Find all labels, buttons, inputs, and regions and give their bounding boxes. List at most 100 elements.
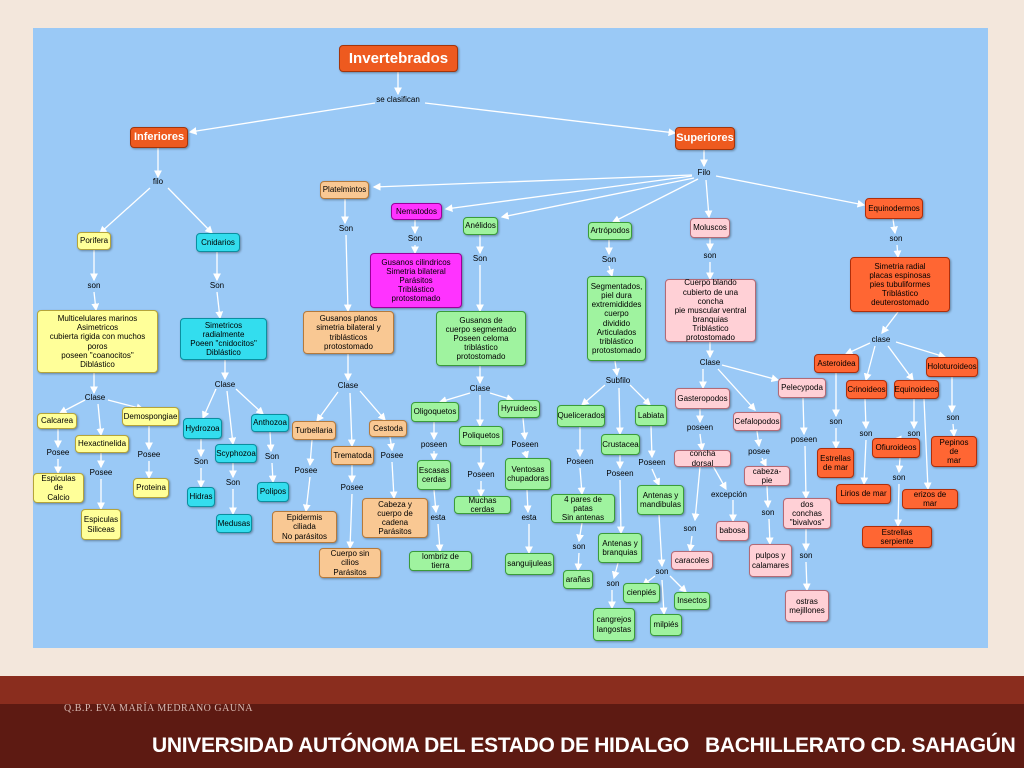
link-son-platelmintos: Son [338,224,354,233]
link-clase-cnidarios: Clase [214,380,236,389]
node-medusas[interactable]: Medusas [216,514,252,533]
link-posee-hexactinelida: Posee [89,468,113,477]
node-epidermis-ciliada[interactable]: Epidermis ciliada No parásitos [272,511,337,543]
node-cestoda[interactable]: Cestoda [369,420,407,437]
node-lirios-mar[interactable]: Lirios de mar [836,484,891,504]
node-porifera[interactable]: Porifera [77,232,111,250]
node-cienpies[interactable]: cienpiés [623,583,660,603]
link-son-holoturoideos: son [946,413,960,422]
node-hidras[interactable]: Hidras [187,487,215,507]
node-antenas-mandibulas[interactable]: Antenas y mandibulas [637,485,684,515]
university-name: UNIVERSIDAD AUTÓNOMA DEL ESTADO DE HIDAL… [152,734,689,757]
node-gasteropodos[interactable]: Gasteropodos [675,388,730,409]
node-espiculas-calcio[interactable]: Espiculas de Calcio [33,473,84,503]
node-milpies[interactable]: milpiés [650,614,682,636]
node-cnidarios[interactable]: Cnidarios [196,233,240,252]
node-equinoideos[interactable]: Equinoideos [894,380,939,399]
node-estrellas-mar[interactable]: Estrellas de mar [817,448,854,478]
node-concha-dorsal[interactable]: concha dorsal [674,449,731,468]
node-equinodermos-description[interactable]: Simetria radial placas espinosas pies tu… [850,257,950,312]
link-poseen-poliquetos: Poseen [467,470,495,479]
node-cabeza-pie[interactable]: cabeza-pie [744,466,790,486]
node-artropodos[interactable]: Artrópodos [588,222,632,240]
node-platelmintos[interactable]: Platelmintos [320,181,369,199]
node-cabeza-cadena[interactable]: Cabeza y cuerpo de cadena Parásitos [362,498,428,538]
node-anelidos[interactable]: Anélidos [463,217,498,235]
node-quelicerados[interactable]: Quelicerados [557,405,605,427]
node-nematodos-description[interactable]: Gusanos cilindricos Simetria bilateral P… [370,253,462,308]
node-antenas-branquias[interactable]: Antenas y branquias [598,533,642,563]
link-son-cangrejos: son [606,579,620,588]
node-moluscos-description[interactable]: Cuerpo blando cubierto de una concha pie… [665,278,756,342]
link-posee-trematoda: Posee [340,483,364,492]
node-crustacea[interactable]: Crustacea [601,434,640,455]
link-son-nematodos: Son [407,234,423,243]
node-aranas[interactable]: arañas [563,570,593,589]
node-moluscos[interactable]: Moluscos [690,218,730,238]
node-crinoideos[interactable]: Crinoideos [846,380,887,399]
node-cangrejos[interactable]: cangrejos langostas [593,608,635,641]
node-proteina[interactable]: Proteina [133,478,169,498]
link-son-aranas: son [572,542,586,551]
node-hydrozoa[interactable]: Hydrozoa [183,418,222,439]
node-superiores[interactable]: Superiores [675,127,735,150]
node-polipos[interactable]: Polipos [257,482,289,502]
node-pelecypoda[interactable]: Pelecypoda [778,378,826,398]
node-demospongiae[interactable]: Demospongiae [122,407,179,426]
node-lombriz[interactable]: lombriz de tierra [409,551,472,571]
node-erizos-mar[interactable]: erizos de mar [902,489,958,509]
node-labiata[interactable]: Labiata [635,405,667,426]
link-posee-cestoda: Posee [380,451,404,460]
link-clase-platelmintos: Clase [337,381,359,390]
campus-name: BACHILLERATO CD. SAHAGÚN [705,734,1016,757]
node-platelmintos-description[interactable]: Gusanos planos simetria bilateral y trib… [303,311,394,354]
node-hyruideos[interactable]: Hyruideos [498,400,540,418]
node-asteroidea[interactable]: Asteroidea [814,354,859,373]
node-nematodos[interactable]: Nematodos [391,203,442,220]
link-clase-anelidos: Clase [469,384,491,393]
node-trematoda[interactable]: Trematoda [331,446,374,465]
node-oligoquetos[interactable]: Oligoquetos [411,402,459,422]
link-posee-demospongiae: Posee [137,450,161,459]
node-pepinos-mar[interactable]: Pepinos de mar [931,436,977,467]
root-node-invertebrados[interactable]: Invertebrados [339,45,458,72]
node-cuerpo-sin-cilios[interactable]: Cuerpo sin cilios Parásitos [319,548,381,578]
node-pulpos[interactable]: pulpos y calamares [749,544,792,577]
node-espiculas-siliceas[interactable]: Espiculas Siliceas [81,509,121,540]
node-dos-conchas[interactable]: dos conchas "bivalvos" [783,498,831,529]
node-caracoles[interactable]: caracoles [671,551,713,570]
node-ventosas[interactable]: Ventosas chupadoras [505,458,551,490]
node-scyphozoa[interactable]: Scyphozoa [215,444,257,463]
node-cefalopodos[interactable]: Cefalopodos [733,412,781,431]
node-anelidos-description[interactable]: Gusanos de cuerpo segmentado Poseen celo… [436,311,526,366]
node-babosa[interactable]: babosa [716,521,749,541]
node-turbellaria[interactable]: Turbellaria [292,421,336,440]
node-hexactinelida[interactable]: Hexactinelida [75,435,129,453]
node-anthozoa[interactable]: Anthozoa [251,414,289,432]
node-estrellas-serpiente[interactable]: Estrellas serpiente [862,526,932,548]
node-artropodos-description[interactable]: Segmentados, piel dura extremididdes cue… [587,276,646,361]
node-escasas-cerdas[interactable]: Escasas cerdas [417,460,451,490]
node-ofiuroideos[interactable]: Ofiuroideos [872,438,920,458]
link-poseen-gasteropodos: poseen [686,423,714,432]
link-posee-cefalopodos: posee [748,447,770,456]
node-muchas-cerdas[interactable]: Muchas cerdas [454,496,511,514]
node-sanguijuelas[interactable]: sanguijuleas [505,553,554,575]
link-son-caracoles: son [683,524,697,533]
node-inferiores[interactable]: Inferiores [130,127,188,148]
node-poliquetos[interactable]: Poliquetos [459,426,503,446]
link-esta-hyruideos: esta [521,513,537,522]
node-ostras[interactable]: ostras mejillones [785,590,829,622]
link-posee-turbellaria: Posee [294,466,318,475]
link-poseen-quelicerados: Poseen [566,457,594,466]
link-son-equinoideos: son [907,429,921,438]
node-porifera-description[interactable]: Multicelulares marinos Asimetricos cubie… [37,310,158,373]
link-son-cnidarios: Son [209,281,225,290]
author-credit: Q.B.P. EVA MARÍA MEDRANO GAUNA [64,703,254,714]
node-holoturoideos[interactable]: Holoturoideos [926,357,978,377]
node-cnidarios-description[interactable]: Simetricos radialmente Poeen "cnidocitos… [180,318,267,360]
node-cuatro-pares[interactable]: 4 pares de patas Sin antenas [551,494,615,523]
node-calcarea[interactable]: Calcarea [37,413,77,429]
node-equinodermos[interactable]: Equinodermos [865,198,923,219]
node-insectos[interactable]: Insectos [674,592,710,610]
